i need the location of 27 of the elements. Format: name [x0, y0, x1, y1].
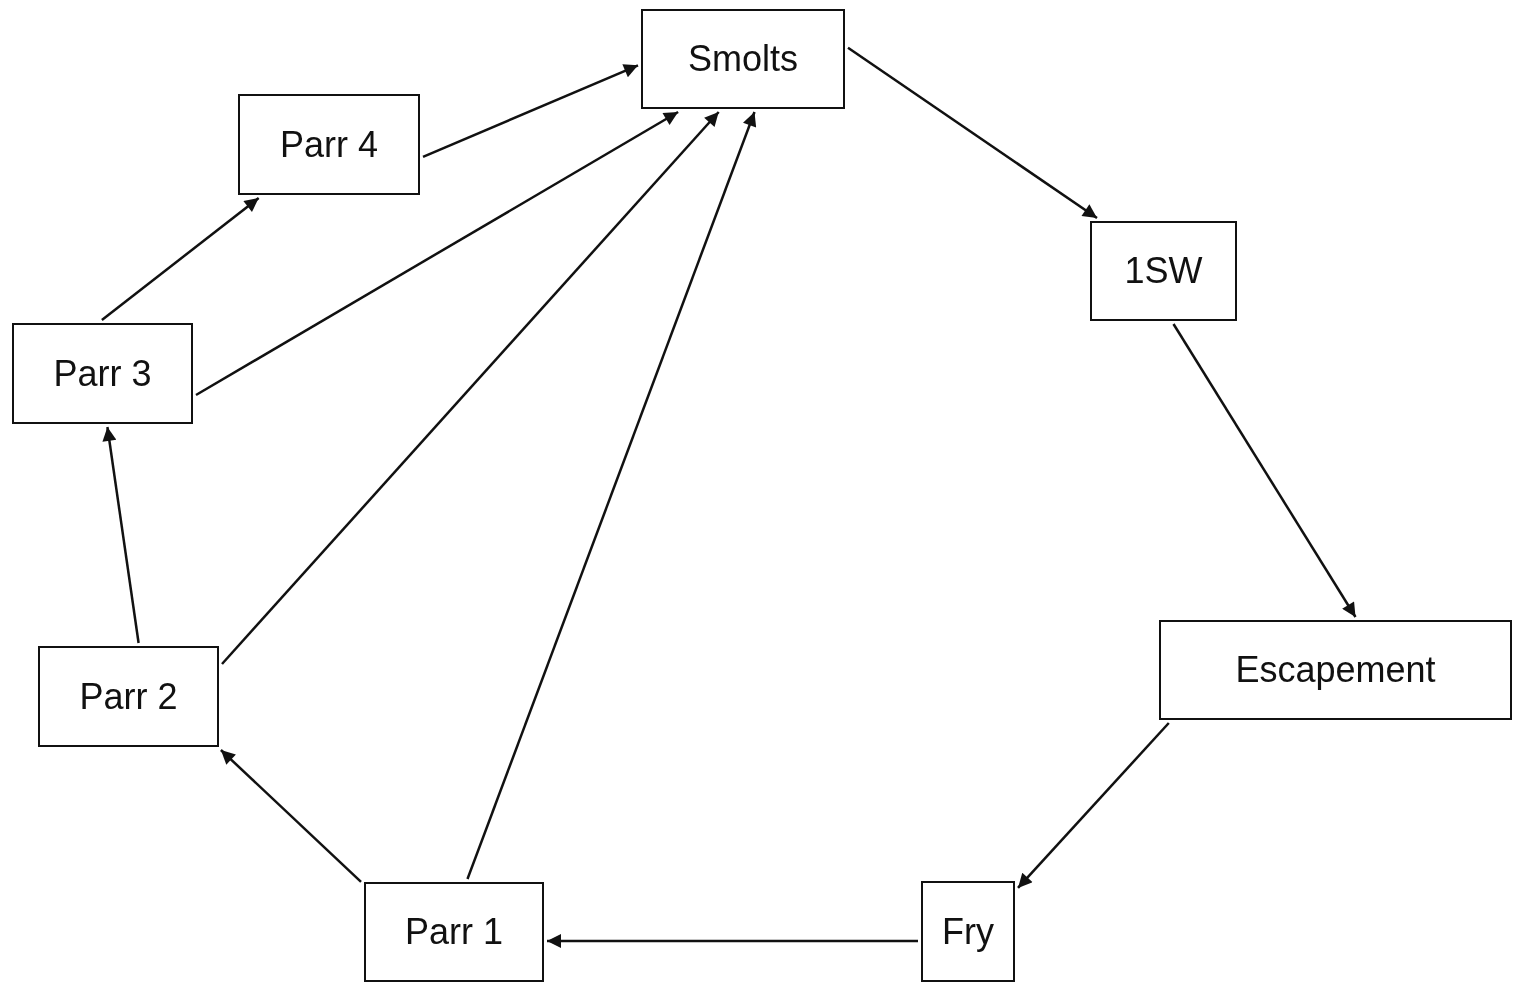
stage-label: Escapement	[1235, 649, 1436, 691]
stage-box	[238, 94, 420, 195]
stage-box	[364, 882, 544, 982]
stage-box	[921, 881, 1015, 982]
arrow	[1172, 323, 1357, 618]
stage-box	[12, 323, 193, 424]
arrow	[847, 46, 1098, 220]
stage-box	[1159, 620, 1512, 720]
stage-box	[38, 646, 219, 747]
arrow	[422, 64, 639, 158]
arrow	[1017, 722, 1170, 889]
stage-label: Smolts	[688, 38, 798, 80]
stage-label: Parr 2	[79, 675, 178, 718]
arrow	[195, 110, 679, 397]
arrow	[221, 111, 720, 665]
arrow	[547, 934, 918, 948]
arrow	[101, 197, 260, 321]
stage-box	[641, 9, 845, 109]
stage-box	[1090, 221, 1237, 321]
stage-label: Fry	[942, 910, 994, 953]
arrow	[102, 426, 140, 644]
stage-label: Parr 1	[404, 911, 503, 953]
stage-label: 1SW	[1124, 250, 1203, 292]
stage-label: Parr 3	[53, 352, 152, 395]
arrow	[220, 749, 362, 883]
stage-label: Parr 4	[279, 123, 378, 166]
arrow	[466, 111, 757, 880]
